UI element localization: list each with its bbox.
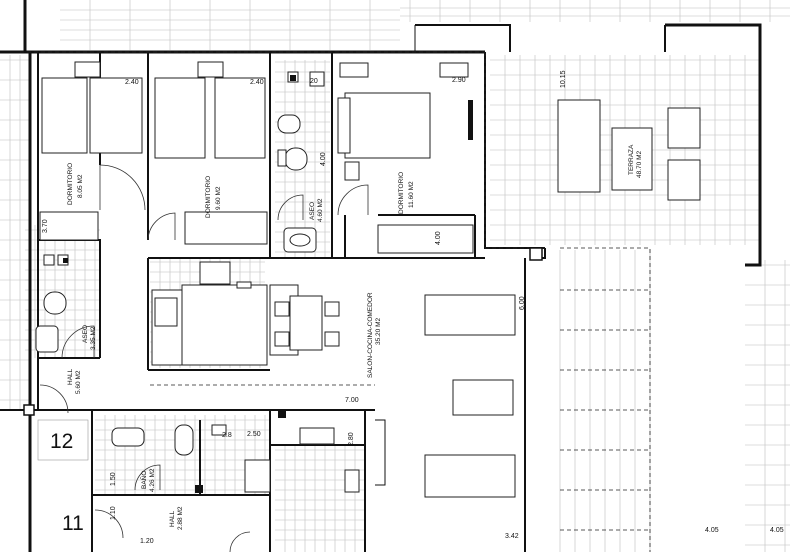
dim-2-40-a: 2.40 — [125, 79, 139, 86]
column-marks — [23, 75, 543, 493]
dim-4-05-a: 4.05 — [705, 527, 719, 534]
room-aseo1-name: ASEO — [309, 202, 316, 220]
dim-7-00: 7.00 — [345, 397, 359, 404]
dim-1-10: 1.10 — [110, 506, 117, 520]
room-salon-area: 35.20 M2 — [375, 318, 382, 345]
dim-4-05-b: 4.05 — [770, 527, 784, 534]
dim-2-50: 2.50 — [247, 431, 261, 438]
door-swings — [39, 164, 369, 552]
unit-number-12: 12 — [50, 430, 73, 453]
dim-2-40-b: 2.40 — [250, 79, 264, 86]
room-aseo2-area: 3.35 M2 — [90, 326, 97, 350]
room-hall2-area: 2.88 M2 — [177, 506, 184, 530]
unit-number-11: 11 — [62, 512, 84, 535]
room-hall1-name: HALL — [67, 368, 74, 385]
room-dorm2-area: 9.60 M2 — [215, 186, 222, 210]
dim-3-42: 3.42 — [505, 533, 519, 540]
dimension-labels: 2.40 2.40 20 2.90 10.15 4.00 4.00 3.70 6… — [42, 70, 784, 545]
dashed-outlines — [20, 51, 651, 552]
room-terraza-area: 48.70 M2 — [636, 151, 643, 178]
dim-10-15: 10.15 — [560, 70, 567, 88]
dim-1-20: 1.20 — [140, 538, 154, 545]
dim-3-70: 3.70 — [42, 219, 49, 233]
room-hall1-area: 5.60 M2 — [75, 370, 82, 394]
right-exterior-grid — [559, 250, 790, 552]
room-dorm3-area: 11.60 M2 — [408, 181, 415, 208]
room-bano-name: BAÑO — [139, 471, 148, 489]
room-dorm1-name: DORMITORIO — [67, 163, 74, 205]
room-aseo1-area: 4.60 M2 — [317, 198, 324, 222]
dim-2-8: 2.8 — [222, 432, 232, 439]
room-hall2-name: HALL — [169, 510, 176, 527]
dim-2-90: 2.90 — [452, 77, 466, 84]
room-dorm2-name: DORMITORIO — [205, 176, 212, 218]
dim-2-80: 2.80 — [348, 432, 355, 446]
room-terraza-name: TERRAZA — [628, 144, 635, 175]
unit-numbers: 12 11 — [37, 419, 89, 535]
room-aseo2-name: ASEO — [82, 325, 89, 343]
room-bano-area: 4.26 M2 — [149, 468, 156, 492]
room-salon-name: SALON-COCINA-COMEDOR — [367, 292, 374, 378]
dim-1-50: 1.50 — [110, 472, 117, 486]
dim-20: 20 — [310, 78, 318, 85]
dim-4-00-b: 4.00 — [435, 231, 442, 245]
dim-4-00-a: 4.00 — [320, 152, 327, 166]
furniture — [35, 61, 701, 498]
room-dorm3-name: DORMITORIO — [398, 172, 405, 214]
room-dorm1-area: 8.05 M2 — [77, 174, 84, 198]
dim-6-00: 6.00 — [519, 296, 526, 310]
room-labels: DORMITORIO 8.05 M2 DORMITORIO 9.60 M2 AS… — [67, 144, 643, 530]
interior-walls — [37, 52, 546, 552]
exterior-grid-left — [0, 0, 790, 410]
